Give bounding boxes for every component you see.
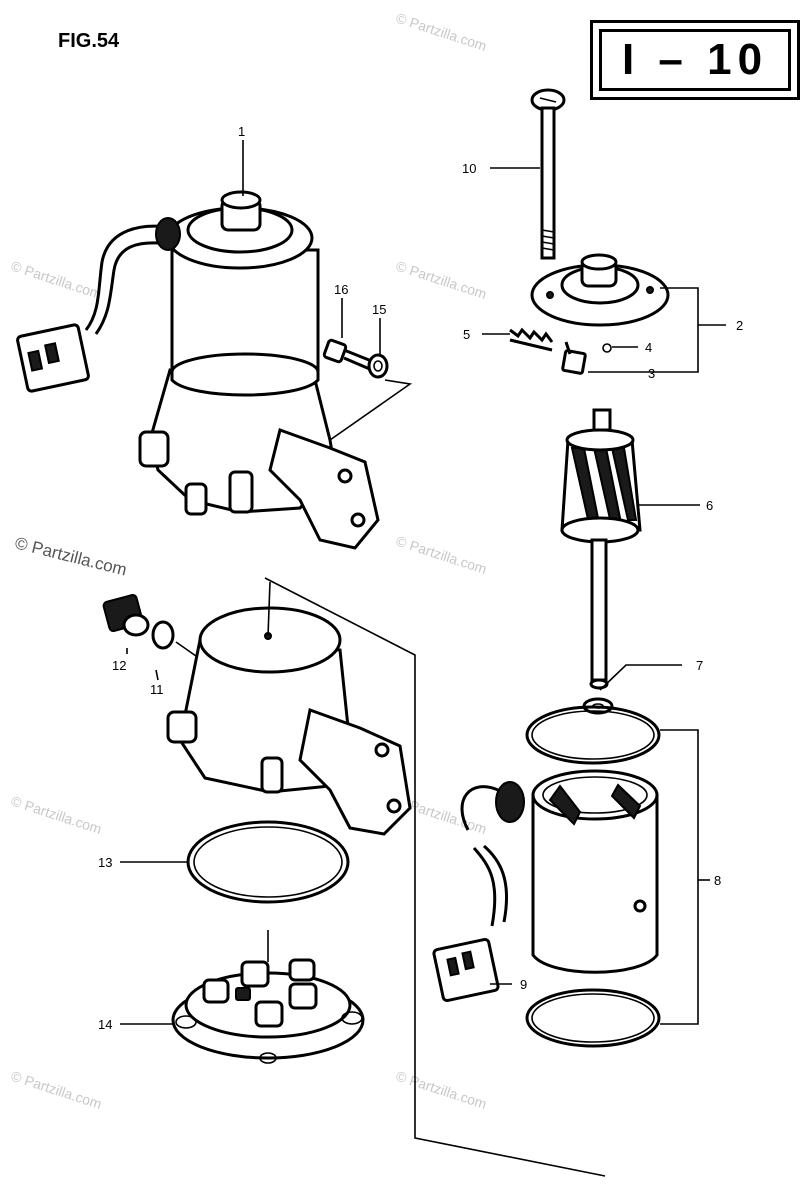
part-2-end-cap [530,253,670,327]
leader-lines [120,140,700,1025]
part-3-brush [561,341,587,375]
callout-11: 11 [150,682,164,697]
callout-13: 13 [98,855,112,870]
callout-7: 7 [696,658,703,673]
watermark: © Partzilla.com [9,1068,104,1112]
part-1-motor-assembly [16,190,380,550]
part-14-brush-holder [171,958,365,1064]
page-code-box: I – 10 [590,20,800,100]
page-code: I – 10 [599,29,791,91]
part-12-plug [102,594,150,637]
callout-14: 14 [98,1017,112,1032]
part-9-lead-wire [432,781,525,1003]
watermark: © Partzilla.com [9,793,104,837]
part-5-spring [509,327,554,352]
callout-12: 12 [112,658,126,673]
part-8-yoke [525,705,661,1048]
callout-2: 2 [736,318,743,333]
callout-6: 6 [706,498,713,513]
callout-15: 15 [372,302,386,317]
bracket-lines [588,287,726,1025]
assembly-lines [264,577,606,1177]
watermarks: © Partzilla.com © Partzilla.com © Partzi… [9,10,489,1112]
fig-label: FIG.54 [58,30,120,52]
watermark: © Partzilla.com [9,258,104,302]
part-10-through-bolt [530,88,566,260]
part-6-armature [560,408,642,690]
callout-8: 8 [714,873,721,888]
part-4-o-ring [602,343,612,353]
part-11-o-ring [151,620,175,650]
front-housing [166,606,412,836]
watermark: © Partzilla.com [394,10,489,54]
callout-3: 3 [648,366,655,381]
watermark: © Partzilla.com [394,258,489,302]
callout-9: 9 [520,977,527,992]
callout-4: 4 [645,340,652,355]
callout-16: 16 [334,282,348,297]
callout-5: 5 [463,327,470,342]
watermark-edge: © Partzilla.com [13,533,129,579]
part-13-o-ring [186,820,350,904]
callout-1: 1 [238,124,245,139]
part-16-bolt [322,338,375,372]
callout-labels: 1 2 3 4 5 6 7 8 9 10 11 12 13 14 15 16 [98,124,743,1032]
watermark: © Partzilla.com [394,533,489,577]
callout-10: 10 [462,161,476,176]
watermark: © Partzilla.com [394,1068,489,1112]
part-15-washer [367,353,389,379]
